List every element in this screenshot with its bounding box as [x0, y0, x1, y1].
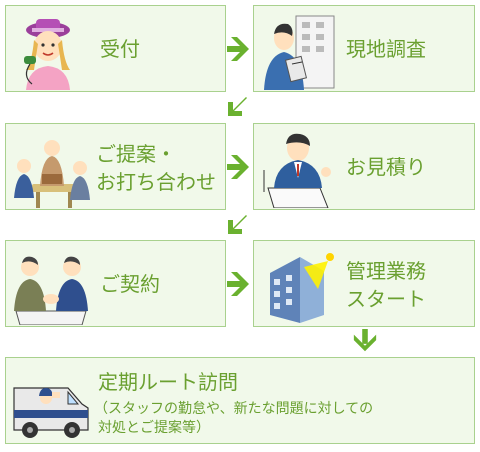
step-label: スタート — [346, 287, 426, 311]
arrow-right-icon — [227, 37, 249, 61]
step-estimate: お見積り — [253, 123, 475, 210]
arrow-down-left-icon — [228, 97, 247, 116]
step-label: ご契約 — [100, 272, 160, 296]
step-management-start: 管理業務 スタート — [253, 240, 475, 327]
handshake-icon — [14, 256, 88, 325]
arrow-down-left-icon — [228, 215, 247, 234]
step-site-survey: 現地調査 — [253, 5, 475, 92]
step-label: 管理業務 — [346, 259, 426, 283]
step-label: 受付 — [100, 37, 140, 61]
step-label: お打ち合わせ — [96, 170, 216, 194]
step-reception: 受付 — [5, 5, 226, 92]
step-label: お見積り — [346, 155, 426, 179]
step-proposal: ご提案・ お打ち合わせ — [5, 123, 226, 210]
step-note: （スタッフの勤怠や、新たな問題に対しての — [94, 401, 374, 417]
building-icon — [270, 253, 334, 323]
man-clipboard-icon — [264, 15, 335, 90]
woman-phone-icon — [24, 19, 70, 90]
arrow-right-icon — [227, 155, 249, 179]
step-regular-visit: 定期ルート訪問 （スタッフの勤怠や、新たな問題に対しての 対処とご提案等） — [5, 357, 475, 444]
van-icon — [13, 387, 89, 438]
step-contract: ご契約 — [5, 240, 226, 327]
step-label: ご提案・ — [96, 142, 176, 166]
arrow-down-icon — [353, 329, 377, 352]
presenter-icon — [263, 133, 331, 208]
step-label: 定期ルート訪問 — [98, 370, 238, 394]
step-label: 現地調査 — [346, 37, 426, 61]
arrow-right-icon — [227, 272, 249, 296]
meeting-icon — [14, 140, 90, 208]
step-note: 対処とご提案等） — [98, 420, 210, 436]
